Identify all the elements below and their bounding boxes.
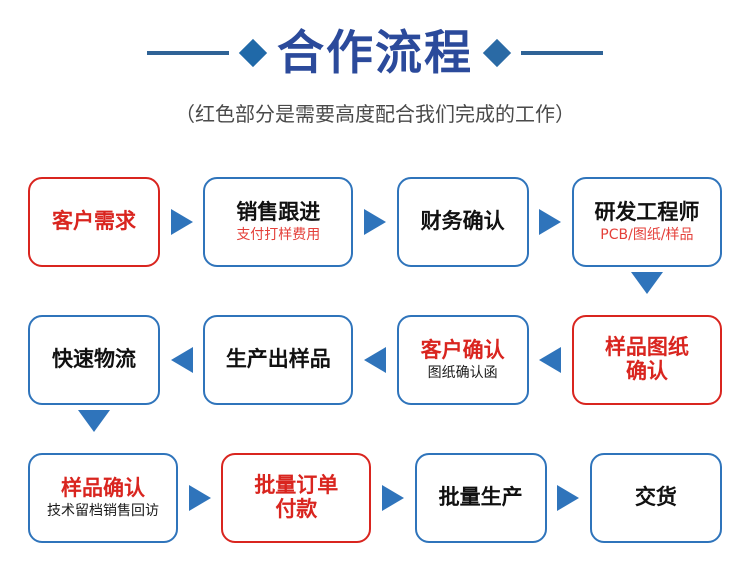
flow-node-customer-confirm[interactable]: 客户确认 图纸确认函 <box>396 315 529 405</box>
arrow-right-icon <box>557 485 580 511</box>
flow-node-title: 研发工程师 <box>594 199 700 224</box>
arrow-right-icon <box>363 209 386 235</box>
arrow-left-icon <box>170 347 193 373</box>
page-header: 合作流程 （红色部分是需要高度配合我们完成的工作） <box>0 0 750 150</box>
flow-node-mass-production[interactable]: 批量生产 <box>414 453 547 543</box>
flow-node-subtitle: 技术留档销售回访 <box>47 503 159 520</box>
flow-row-1: 客户需求 销售跟进 支付打样费用 财务确认 研发工程师 PCB/图纸/样品 <box>0 176 750 268</box>
arrow-left-icon <box>539 347 562 373</box>
flow-row-2: 快速物流 生产出样品 客户确认 图纸确认函 样品图纸确认 <box>0 314 750 406</box>
flow-diagram: 客户需求 销售跟进 支付打样费用 财务确认 研发工程师 PCB/图纸/样品 快速… <box>0 150 750 588</box>
flow-node-sample-drawing-confirm[interactable]: 样品图纸确认 <box>571 315 722 405</box>
flow-node-subtitle: 图纸确认函 <box>427 365 498 382</box>
flow-node-fast-logistics[interactable]: 快速物流 <box>28 315 160 405</box>
diamond-icon-left <box>238 38 268 68</box>
flow-node-title: 批量生产 <box>438 485 523 510</box>
page-subtitle: （红色部分是需要高度配合我们完成的工作） <box>175 102 575 126</box>
flow-node-title: 样品确认 <box>61 475 145 500</box>
flow-node-delivery[interactable]: 交货 <box>589 453 722 543</box>
flow-node-title: 财务确认 <box>420 209 505 234</box>
flow-node-rd-engineer[interactable]: 研发工程师 PCB/图纸/样品 <box>571 177 722 267</box>
flow-node-subtitle: 支付打样费用 <box>236 227 321 244</box>
arrow-down-icon-row2-row3 <box>78 410 110 432</box>
flow-node-sales-followup[interactable]: 销售跟进 支付打样费用 <box>203 177 354 267</box>
arrow-down-icon-row1-row2 <box>631 272 663 294</box>
flow-node-sample-confirm[interactable]: 样品确认 技术留档销售回访 <box>28 453 178 543</box>
flow-node-title: 销售跟进 <box>236 199 321 224</box>
arrow-right-icon <box>170 209 193 235</box>
arrow-left-icon <box>363 347 386 373</box>
flow-node-title: 交货 <box>634 485 677 510</box>
arrow-right-icon <box>188 485 211 511</box>
flow-node-title: 客户需求 <box>52 209 136 234</box>
arrow-right-icon <box>539 209 562 235</box>
title-decor-line-right <box>521 51 603 55</box>
flow-node-title: 快速物流 <box>52 347 136 372</box>
flow-node-bulk-order-payment[interactable]: 批量订单付款 <box>221 453 372 543</box>
flow-node-title: 批量订单付款 <box>254 473 339 521</box>
flow-node-produce-sample[interactable]: 生产出样品 <box>203 315 354 405</box>
flow-node-customer-requirement[interactable]: 客户需求 <box>28 177 160 267</box>
arrow-right-icon <box>381 485 404 511</box>
flow-node-title: 生产出样品 <box>225 347 331 372</box>
flow-node-title: 客户确认 <box>420 337 505 362</box>
flow-node-finance-confirm[interactable]: 财务确认 <box>396 177 529 267</box>
flow-row-3: 样品确认 技术留档销售回访 批量订单付款 批量生产 交货 <box>0 452 750 544</box>
title-row: 合作流程 <box>0 22 750 84</box>
diamond-icon-right <box>482 38 512 68</box>
title-decor-line-left <box>147 51 229 55</box>
flow-node-title: 样品图纸确认 <box>604 335 689 383</box>
page-title: 合作流程 <box>277 25 473 81</box>
flow-node-subtitle: PCB/图纸/样品 <box>600 227 694 244</box>
